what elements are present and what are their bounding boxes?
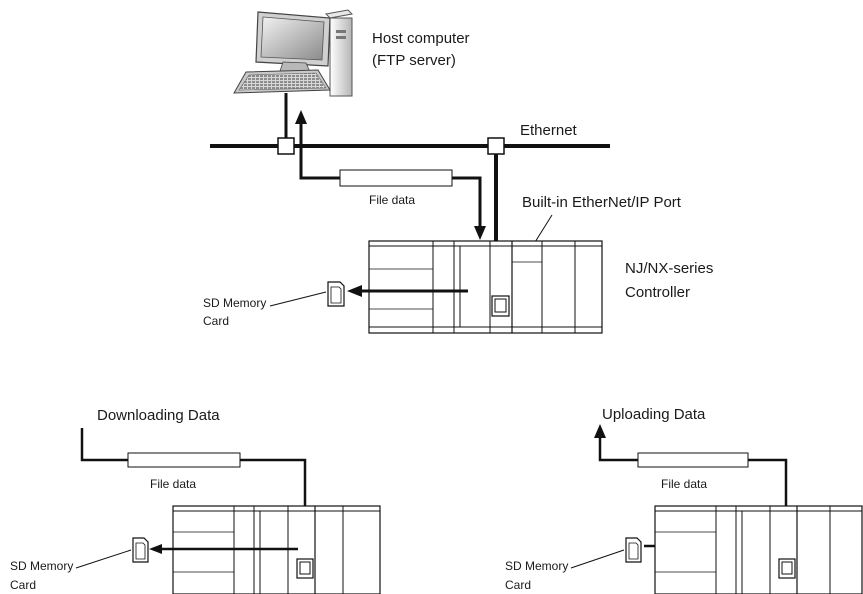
downloading-title: Downloading Data [97,407,220,424]
upload-sd-label-line2: Card [505,578,531,592]
monitor-icon [255,11,331,73]
download-sd-label-line2: Card [10,578,36,592]
arrow-left-icon [149,544,162,554]
download-path [80,428,307,546]
sd-card-leader-line [269,291,327,307]
tap-connector-icon [487,137,505,155]
host-title-line2: (FTP server) [372,52,456,69]
port-label: Built-in EtherNet/IP Port [522,194,682,211]
uploading-title: Uploading Data [602,406,706,423]
file-data-box [637,452,749,468]
arrow-left-icon [347,285,362,297]
upload-file-data-label: File data [661,477,707,491]
sd-card-leader-line [570,549,625,569]
ethernet-line [210,137,610,155]
plc-controller [368,240,603,334]
controller-label-line1: NJ/NX-series [625,260,713,277]
file-data-box [339,169,453,187]
arrow-up-icon [295,110,307,124]
file-transfer-path [295,110,486,240]
sd-card-icon [132,537,149,563]
upload-sd-label-line1: SD Memory [505,559,568,573]
ethernet-label: Ethernet [520,122,578,139]
keyboard-icon [233,69,331,94]
host-title-line1: Host computer [372,30,470,47]
upload-controller [654,505,863,594]
sd-card-icon [327,281,345,307]
file-data-box [127,452,241,468]
controller-label-line2: Controller [625,284,690,301]
file-data-label: File data [369,193,415,207]
tap-connector-icon [277,137,295,155]
sd-card-icon [625,537,642,563]
sd-card-leader-line [75,549,132,569]
arrow-up-icon [594,424,606,438]
arrow-down-icon [474,226,486,240]
host-computer [233,9,354,142]
sd-card-label-line1: SD Memory [203,296,266,310]
sd-card-label-line2: Card [203,314,229,328]
download-file-data-label: File data [150,477,196,491]
computer-tower-icon [324,9,354,97]
download-sd-label-line1: SD Memory [10,559,73,573]
